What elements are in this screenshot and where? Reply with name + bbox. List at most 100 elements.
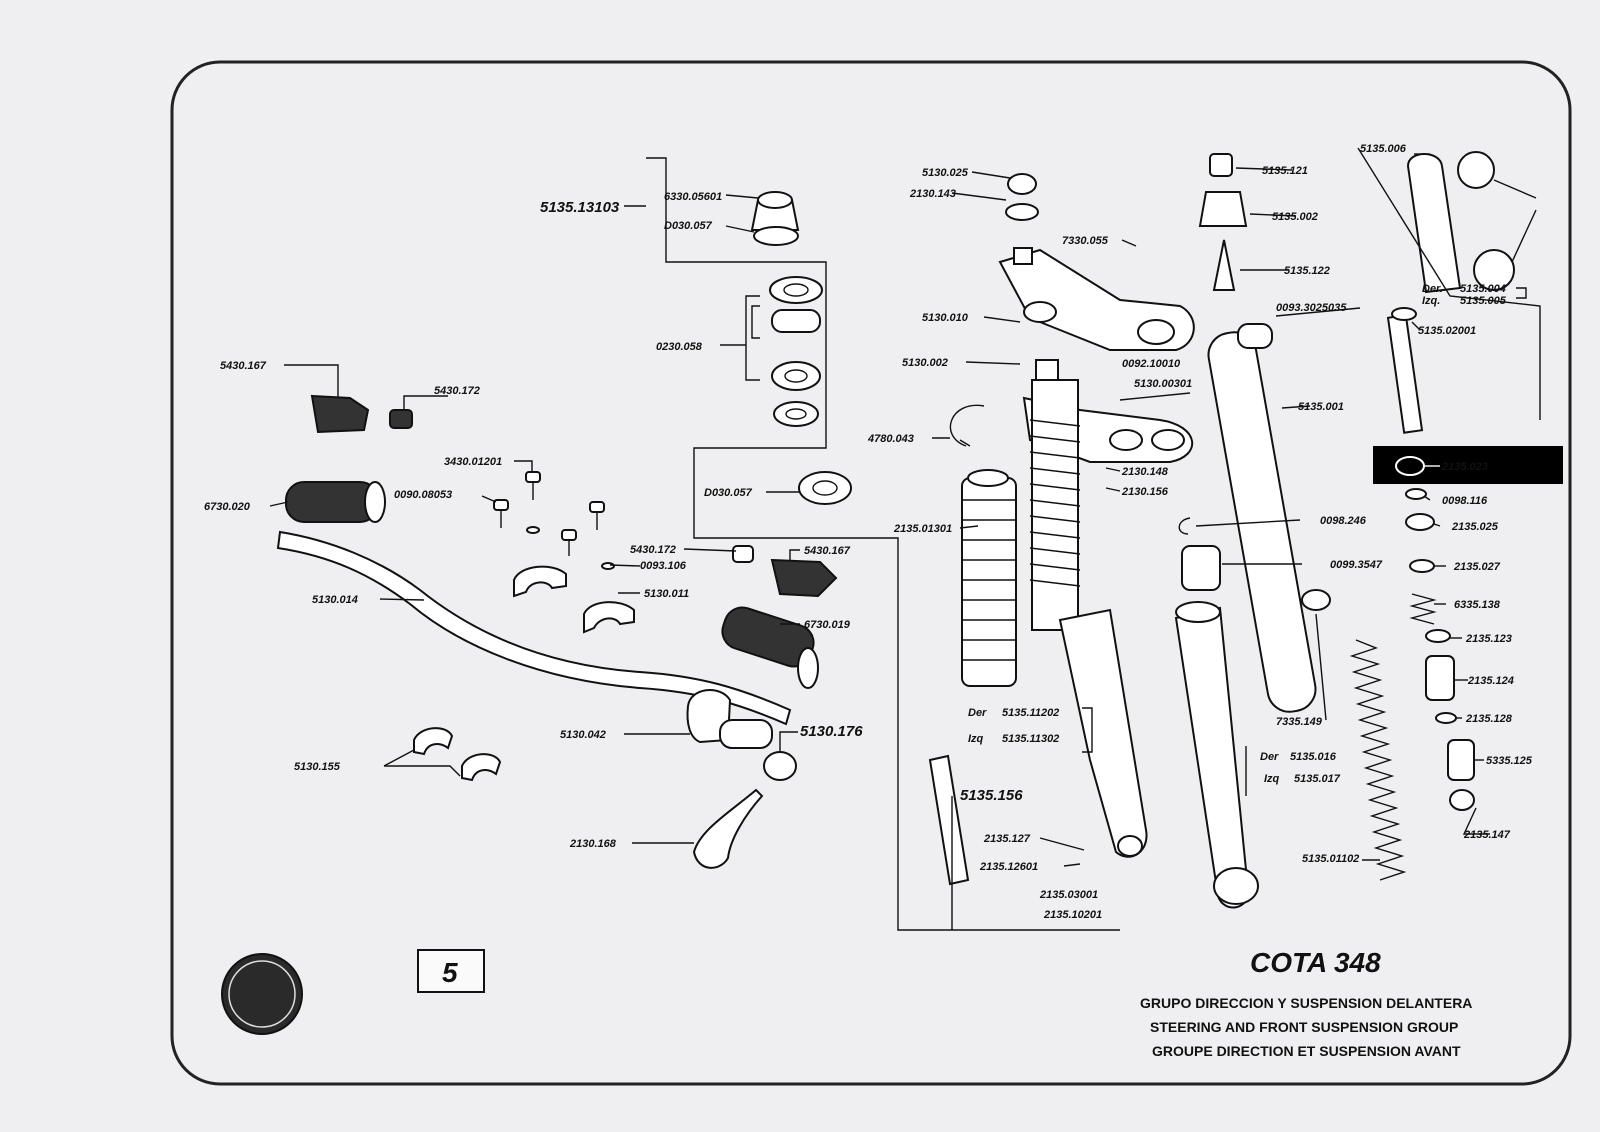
label-3430-01201: 3430.01201 <box>444 456 502 468</box>
label-5130-002: 5130.002 <box>902 357 948 369</box>
label-2135-128: 2135.128 <box>1465 713 1513 725</box>
title-english: STEERING AND FRONT SUSPENSION GROUP <box>1150 1019 1458 1035</box>
title-french: GROUPE DIRECTION ET SUSPENSION AVANT <box>1152 1043 1461 1059</box>
label-6730-019: 6730.019 <box>804 619 851 631</box>
highlighted-part: 2135.023 <box>1373 446 1563 484</box>
label-5130-010: 5130.010 <box>922 312 969 324</box>
damper-parts <box>1357 147 1541 811</box>
label-5135-156: 5135.156 <box>960 787 1023 804</box>
label-5130-176: 5130.176 <box>800 723 863 740</box>
label-5430-172-right: 5430.172 <box>630 544 676 556</box>
label-0099-3547: 0099.3547 <box>1330 559 1383 571</box>
handlebar <box>276 530 792 726</box>
label-2130-143: 2130.143 <box>909 188 956 200</box>
label-izq-b: Izq <box>1264 773 1280 785</box>
label-der-a: Der <box>968 707 987 719</box>
label-5430-172-left: 5430.172 <box>434 385 480 397</box>
fork-slider-right <box>1174 606 1250 909</box>
label-5135-004: 5135.004 <box>1460 283 1506 295</box>
label-7330-055: 7330.055 <box>1062 235 1109 247</box>
label-der-c: Der. <box>1422 283 1443 295</box>
label-5135-11302: 5135.11302 <box>1002 733 1059 745</box>
label-5135-017: 5135.017 <box>1294 773 1341 785</box>
label-2135-127: 2135.127 <box>983 833 1031 845</box>
label-2135-027: 2135.027 <box>1453 561 1501 573</box>
label-5135-001: 5135.001 <box>1298 401 1344 413</box>
fork-spring <box>1349 639 1407 881</box>
label-5135-016: 5135.016 <box>1290 751 1337 763</box>
steering-bearings <box>750 191 852 505</box>
label-0092-10010: 0092.10010 <box>1122 358 1181 370</box>
label-0230-058: 0230.058 <box>656 341 703 353</box>
label-2130-156: 2130.156 <box>1121 486 1169 498</box>
label-5135-122: 5135.122 <box>1284 265 1330 277</box>
label-2130-168: 2130.168 <box>569 838 617 850</box>
label-2130-148: 2130.148 <box>1121 466 1169 478</box>
label-5335-125: 5335.125 <box>1486 755 1533 767</box>
brand-logo <box>221 953 303 1035</box>
part-labels: 5135.13103 6330.05601 D030.057 0230.058 … <box>204 143 1533 921</box>
label-izq-a: Izq <box>968 733 984 745</box>
lever-block-right <box>732 545 838 598</box>
title-spanish: GRUPO DIRECCION Y SUSPENSION DELANTERA <box>1140 995 1472 1011</box>
highlight-label: 2135.023 <box>1441 461 1488 473</box>
label-2135-025: 2135.025 <box>1451 521 1499 533</box>
grip-left <box>285 481 386 523</box>
grip-right <box>721 606 819 689</box>
page-frame <box>170 60 1572 1086</box>
upper-triple-clamp <box>998 173 1195 351</box>
label-2135-123: 2135.123 <box>1465 633 1512 645</box>
label-5130-155: 5130.155 <box>294 761 341 773</box>
lever-block-left <box>310 394 413 434</box>
label-7335-149: 7335.149 <box>1276 716 1323 728</box>
label-2135-12601: 2135.12601 <box>979 861 1038 873</box>
label-5135-13103: 5135.13103 <box>540 199 620 216</box>
label-der-b: Der <box>1260 751 1279 763</box>
label-5130-00301: 5130.00301 <box>1134 378 1192 390</box>
label-5135-11202: 5135.11202 <box>1002 707 1059 719</box>
label-5430-167-left: 5430.167 <box>220 360 267 372</box>
label-5130-014: 5130.014 <box>312 594 358 606</box>
label-2135-03001: 2135.03001 <box>1039 889 1098 901</box>
label-6335-138: 6335.138 <box>1454 599 1501 611</box>
fork-slider-left <box>1058 608 1148 858</box>
label-0098-246: 0098.246 <box>1320 515 1367 527</box>
label-2135-01301: 2135.01301 <box>893 523 952 535</box>
label-5130-042: 5130.042 <box>560 729 606 741</box>
leader-lines <box>269 153 1527 930</box>
label-0030-057-top: D030.057 <box>664 220 713 232</box>
page-number-box: 5 <box>417 949 485 993</box>
page-number: 5 <box>442 957 458 988</box>
label-5430-167-right: 5430.167 <box>804 545 851 557</box>
label-0098-116: 0098.116 <box>1442 495 1488 507</box>
label-5130-025: 5130.025 <box>922 167 969 179</box>
label-2135-147: 2135.147 <box>1463 829 1511 841</box>
label-5135-005: 5135.005 <box>1460 295 1507 307</box>
label-2135-10201: 2135.10201 <box>1043 909 1102 921</box>
reflector-strip <box>928 754 970 886</box>
model-name: COTA 348 <box>1250 947 1381 978</box>
label-0030-057-bottom: D030.057 <box>704 487 753 499</box>
fork-cap <box>1198 153 1248 291</box>
handlebar-clamps <box>413 565 635 782</box>
label-2135-124: 2135.124 <box>1467 675 1514 687</box>
circlip <box>949 404 985 447</box>
label-6330-05601: 6330.05601 <box>664 191 722 203</box>
label-6730-020: 6730.020 <box>204 501 251 513</box>
label-0093-3025035: 0093.3025035 <box>1276 302 1347 314</box>
label-5135-006: 5135.006 <box>1360 143 1407 155</box>
clamp-bolts <box>493 471 615 570</box>
label-0090-08053: 0090.08053 <box>394 489 452 501</box>
label-5135-02001: 5135.02001 <box>1418 325 1476 337</box>
label-5130-011: 5130.011 <box>644 588 689 600</box>
label-5135-121: 5135.121 <box>1262 165 1308 177</box>
fork-gaiter <box>961 469 1017 687</box>
clutch-lever <box>692 788 764 869</box>
label-izq-c: Izq. <box>1422 295 1440 307</box>
label-4780-043: 4780.043 <box>867 433 914 445</box>
label-5135-01102: 5135.01102 <box>1302 853 1359 865</box>
label-5135-002: 5135.002 <box>1272 211 1318 223</box>
seal-parts <box>1178 517 1221 591</box>
label-0093-106: 0093.106 <box>640 560 687 572</box>
